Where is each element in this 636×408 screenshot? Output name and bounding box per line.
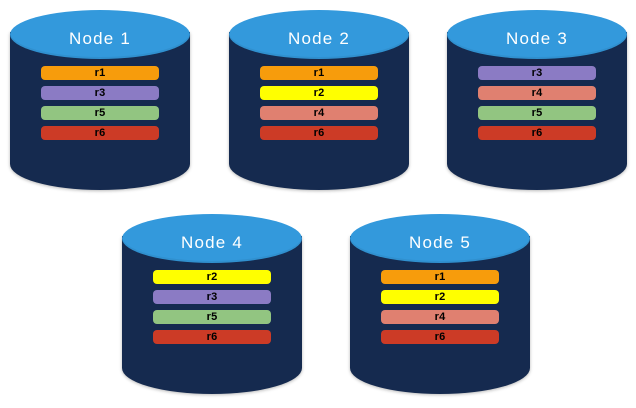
node-label: Node 1: [68, 29, 132, 48]
replica-bar[interactable]: r2: [153, 270, 271, 284]
replica-bar[interactable]: r6: [478, 126, 596, 140]
node-2[interactable]: Node 2 r1 r2 r4 r6: [229, 8, 409, 193]
replica-bar[interactable]: r3: [41, 86, 159, 100]
node-1[interactable]: Node 1 r1 r3 r5 r6: [10, 8, 190, 193]
replica-bar[interactable]: r6: [381, 330, 499, 344]
replica-bar[interactable]: r1: [381, 270, 499, 284]
replica-bar[interactable]: r1: [41, 66, 159, 80]
replica-stack: r3 r4 r5 r6: [478, 66, 596, 140]
cylinder-top-icon: [122, 214, 302, 263]
node-3[interactable]: Node 3 r3 r4 r5 r6: [447, 8, 627, 193]
node-5[interactable]: Node 5 r1 r2 r4 r6: [350, 212, 530, 397]
cylinder-top-icon: [447, 10, 627, 59]
replica-bar[interactable]: r3: [478, 66, 596, 80]
replica-bar[interactable]: r5: [41, 106, 159, 120]
replica-bar[interactable]: r1: [260, 66, 378, 80]
node-label: Node 5: [408, 233, 472, 252]
replica-bar[interactable]: r3: [153, 290, 271, 304]
replica-bar[interactable]: r4: [260, 106, 378, 120]
replica-stack: r1 r2 r4 r6: [260, 66, 378, 140]
node-4[interactable]: Node 4 r2 r3 r5 r6: [122, 212, 302, 397]
cylinder-top-icon: [229, 10, 409, 59]
replica-bar[interactable]: r4: [478, 86, 596, 100]
replica-bar[interactable]: r2: [260, 86, 378, 100]
replica-bar[interactable]: r2: [381, 290, 499, 304]
node-label: Node 4: [180, 233, 244, 252]
replica-stack: r2 r3 r5 r6: [153, 270, 271, 344]
replica-bar[interactable]: r4: [381, 310, 499, 324]
node-label: Node 3: [505, 29, 569, 48]
replica-stack: r1 r3 r5 r6: [41, 66, 159, 140]
replica-bar[interactable]: r5: [153, 310, 271, 324]
replica-bar[interactable]: r6: [41, 126, 159, 140]
replica-stack: r1 r2 r4 r6: [381, 270, 499, 344]
replica-bar[interactable]: r5: [478, 106, 596, 120]
replica-bar[interactable]: r6: [153, 330, 271, 344]
cylinder-top-icon: [10, 10, 190, 59]
node-label: Node 2: [287, 29, 351, 48]
cylinder-top-icon: [350, 214, 530, 263]
replica-bar[interactable]: r6: [260, 126, 378, 140]
